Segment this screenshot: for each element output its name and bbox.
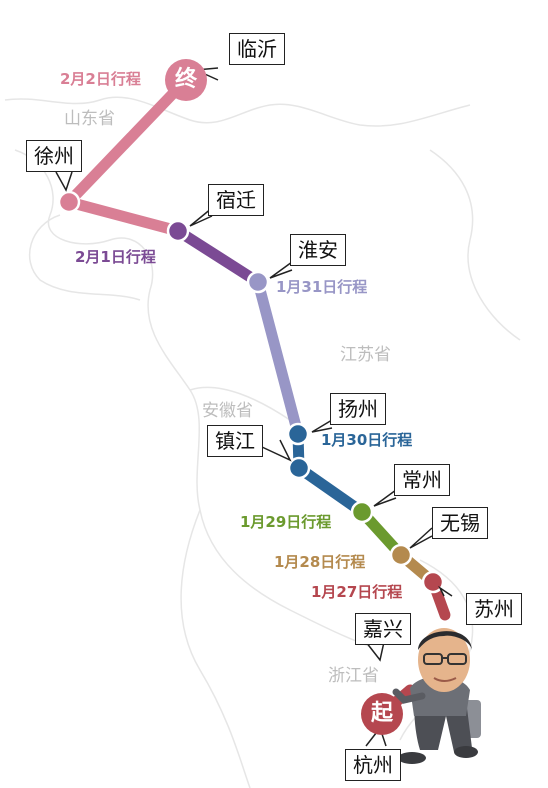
itinerary-label-jan27: 1月27日行程 [311,583,403,601]
end-badge: 终 [165,59,207,101]
province-jiangsu: 江苏省 [340,345,391,365]
city-jiaxing: 嘉兴 [355,613,411,645]
itinerary-label-feb2: 2月2日行程 [60,70,141,88]
route-segment-jan31 [252,276,304,440]
route-stops [57,190,445,594]
route-segment-feb2 [63,74,192,208]
stop-wuxi [389,543,413,567]
province-anhui: 安徽省 [202,401,253,421]
stop-suqian [166,219,190,243]
itinerary-label-jan30: 1月30日行程 [321,431,413,449]
stop-huaian [246,270,270,294]
city-suqian: 宿迁 [208,184,264,216]
city-hangzhou: 杭州 [345,749,401,781]
city-xuzhou: 徐州 [26,140,82,172]
itinerary-label-jan31: 1月31日行程 [276,278,368,296]
stop-suzhou [421,570,445,594]
city-suzhou: 苏州 [466,593,522,625]
city-changzhou: 常州 [394,464,450,496]
province-shandong: 山东省 [64,109,115,129]
itinerary-label-jan29: 1月29日行程 [240,513,332,531]
traveler-illustration [392,628,481,764]
start-badge: 起 [361,693,403,735]
city-wuxi: 无锡 [432,507,488,539]
callout-pointers [55,67,453,747]
stop-zhenjiang [287,456,311,480]
itinerary-label-feb1: 2月1日行程 [75,248,156,266]
city-yangzhou: 扬州 [330,393,386,425]
stop-yangzhou [286,422,310,446]
itinerary-label-jan28: 1月28日行程 [274,553,366,571]
stop-changzhou [350,500,374,524]
route-segment-jan30b [293,462,368,518]
city-linyi: 临沂 [229,33,285,65]
route-segment-feb1 [172,225,264,288]
province-zhejiang: 浙江省 [328,666,379,686]
route-segment-feb2b [63,196,184,237]
stop-xuzhou [57,190,81,214]
city-zhenjiang: 镇江 [207,425,263,457]
province-borders [4,96,521,788]
city-huaian: 淮安 [290,234,346,266]
